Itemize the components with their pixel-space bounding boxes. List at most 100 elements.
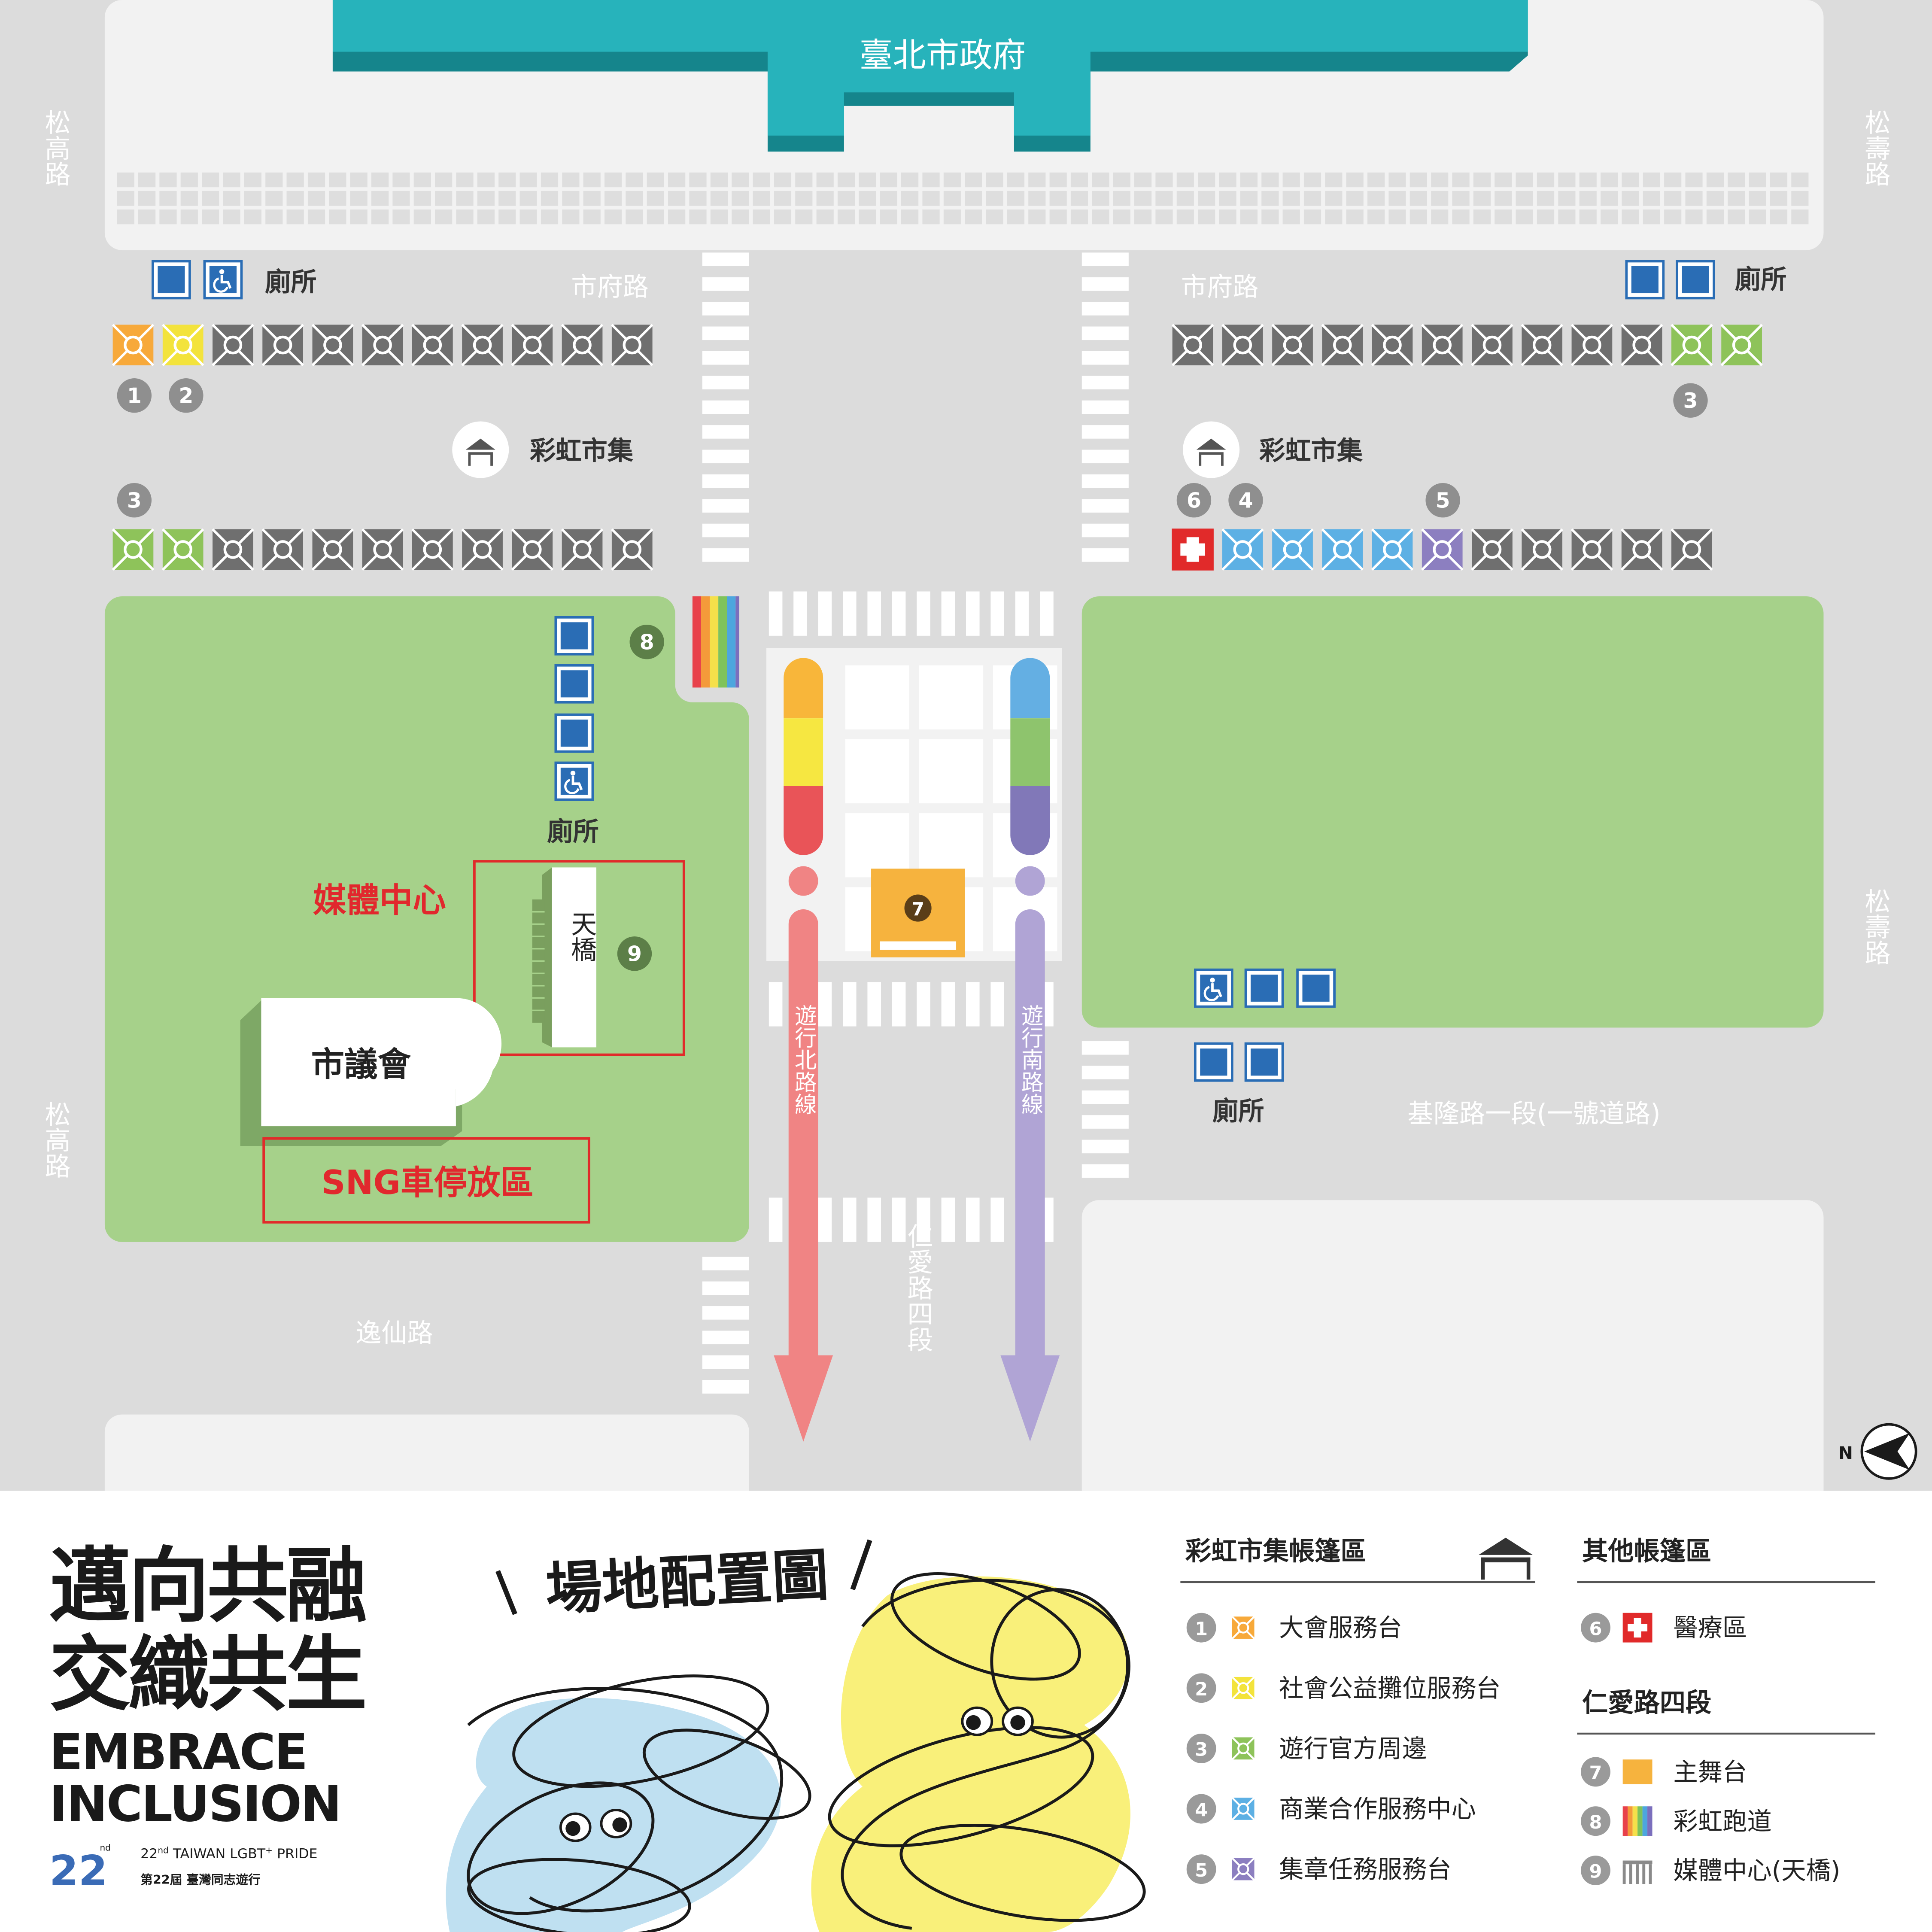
city-council: 市議會 SNG車停放區 <box>240 998 590 1224</box>
slogan-line-1: 邁向共融 <box>49 1539 366 1634</box>
market-tent-icon <box>1196 438 1226 466</box>
toilet-label-park-right: 廁所 <box>1212 1097 1264 1127</box>
badge-6: 6 <box>1187 488 1201 513</box>
tent-rows <box>113 325 1762 571</box>
legend-item-8: 8 彩虹跑道 <box>1581 1806 1772 1836</box>
road-keelung: 基隆路一段(一號道路) <box>1407 1099 1660 1129</box>
tent-icon <box>1230 1674 1257 1701</box>
legend-item-number: 9 <box>1589 1861 1602 1883</box>
medical-cross-icon <box>1180 537 1205 562</box>
medical-cross-icon <box>1628 1618 1648 1638</box>
legend-item-label: 醫療區 <box>1673 1613 1747 1642</box>
toilet-label-left-top: 廁所 <box>265 267 317 297</box>
legend-item-label: 主舞台 <box>1673 1758 1747 1786</box>
pride-logo-22: 22 <box>49 1847 108 1896</box>
city-council-label: 市議會 <box>311 1045 411 1084</box>
legend-item-number: 6 <box>1589 1618 1602 1640</box>
tent-icon <box>1230 1795 1257 1822</box>
number-badges: 1 2 3 3 6 4 5 8 9 <box>117 378 1708 971</box>
badge-7: 7 <box>911 899 924 920</box>
tent-icon <box>1230 1614 1257 1641</box>
plan-title: 場地配置圖 <box>495 1539 872 1623</box>
legend-other-title: 其他帳篷區 <box>1582 1536 1711 1566</box>
legend-item-number: 5 <box>1195 1860 1208 1881</box>
legend-item-4: 4 商業合作服務中心 <box>1186 1794 1476 1824</box>
road-songshou-top: 松壽路 <box>1860 109 1890 187</box>
inclusion-text: INCLUSION <box>49 1776 340 1833</box>
slogan-line-2: 交織共生 <box>49 1627 365 1722</box>
legend-item-label: 集章任務服務台 <box>1279 1855 1452 1884</box>
toilet-label-park-left: 廁所 <box>547 817 599 847</box>
legend-item-label: 彩虹跑道 <box>1673 1807 1771 1836</box>
tent-icon <box>1230 1856 1257 1883</box>
media-center-label: 媒體中心 <box>313 881 446 920</box>
legend-item-label: 遊行官方周邊 <box>1279 1734 1427 1763</box>
market-right: 彩虹市集 <box>1183 421 1363 478</box>
badge-3: 3 <box>127 488 142 513</box>
media-center-area: 媒體中心 天橋 <box>313 860 685 1056</box>
legend-item-label: 大會服務台 <box>1279 1613 1402 1642</box>
north-route-arrow: 遊行北路線 <box>774 909 833 1442</box>
road-yixian: 逸仙路 <box>355 1318 433 1348</box>
sng-parking-label: SNG車停放區 <box>322 1163 534 1202</box>
tent-icon <box>1230 1735 1257 1762</box>
legend-item-5: 5 集章任務服務台 <box>1186 1854 1452 1884</box>
legend-item-number: 7 <box>1589 1762 1602 1784</box>
legend-item-number: 4 <box>1195 1799 1208 1821</box>
road-shifu-left: 市府路 <box>571 272 649 302</box>
north-compass-icon: N <box>1838 1423 1917 1480</box>
legend-market-title: 彩虹市集帳篷區 <box>1185 1536 1367 1566</box>
rainbow-track <box>692 596 739 688</box>
pride-english: 22nd TAIWAN LGBT+ PRIDE <box>140 1845 317 1861</box>
block-bottom-right <box>1081 1200 1824 1508</box>
legend-item-2: 2 社會公益攤位服務台 <box>1186 1673 1501 1703</box>
market-tent-icon <box>465 438 495 466</box>
block-bottom-left <box>104 1414 749 1513</box>
legend-item-1: 1 大會服務台 <box>1186 1613 1402 1643</box>
south-route-label: 遊行南路線 <box>1017 1004 1043 1115</box>
slogan: 邁向共融 交織共生 EMBRACE INCLUSION 22 nd 22nd T… <box>49 1539 369 1896</box>
badge-3: 3 <box>1683 389 1698 413</box>
legend-item-number: 2 <box>1195 1679 1208 1700</box>
stage-icon <box>1622 1759 1653 1784</box>
badge-1: 1 <box>127 383 142 408</box>
city-hall-label: 臺北市政府 <box>860 36 1026 75</box>
badge-9: 9 <box>627 942 642 966</box>
badge-2: 2 <box>179 383 193 408</box>
legend-tent-icon <box>1478 1537 1533 1580</box>
legend-item-label: 媒體中心(天橋) <box>1673 1856 1840 1885</box>
map-labels: 廁所 廁所 廁所 廁所 市府路 市府路 基隆路一段(一號道路) 逸仙路 松高路 … <box>40 109 1890 1352</box>
legend-item-9: 9 媒體中心(天橋) <box>1581 1856 1840 1885</box>
market-right-label: 彩虹市集 <box>1259 436 1363 466</box>
market-left: 彩虹市集 <box>452 421 634 478</box>
decorative-swirl-characters <box>446 1572 1146 1932</box>
south-route-color-bar <box>1010 658 1050 896</box>
pride-chinese: 第22屆 臺灣同志遊行 <box>140 1872 260 1887</box>
legend-item-label: 社會公益攤位服務台 <box>1279 1674 1501 1703</box>
badge-4: 4 <box>1238 488 1253 513</box>
road-shifu-right: 市府路 <box>1181 272 1259 302</box>
market-left-label: 彩虹市集 <box>530 436 634 466</box>
north-label: N <box>1838 1443 1853 1463</box>
north-route-label: 遊行北路線 <box>790 1004 816 1115</box>
legend-item-number: 1 <box>1195 1618 1208 1640</box>
road-songshou-right: 松壽路 <box>1860 888 1890 966</box>
badge-5: 5 <box>1436 488 1450 513</box>
city-hall-building: 臺北市政府 <box>332 0 1528 152</box>
embrace-text: EMBRACE <box>49 1724 307 1781</box>
legend-item-3: 3 遊行官方周邊 <box>1186 1733 1427 1763</box>
legend-item-6: 6 醫療區 <box>1581 1613 1747 1643</box>
legend-item-number: 3 <box>1195 1739 1208 1761</box>
plan-title-text: 場地配置圖 <box>544 1542 830 1623</box>
legend-item-number: 8 <box>1589 1812 1602 1833</box>
road-songgao-bottom: 松高路 <box>40 1101 70 1179</box>
bridge-label: 天橋 <box>567 911 597 963</box>
badge-8: 8 <box>640 630 654 654</box>
legend-item-label: 商業合作服務中心 <box>1279 1795 1476 1823</box>
pride-logo-tag: nd <box>100 1843 110 1853</box>
park-right <box>1081 596 1824 1028</box>
toilet-label-right-top: 廁所 <box>1735 265 1787 295</box>
